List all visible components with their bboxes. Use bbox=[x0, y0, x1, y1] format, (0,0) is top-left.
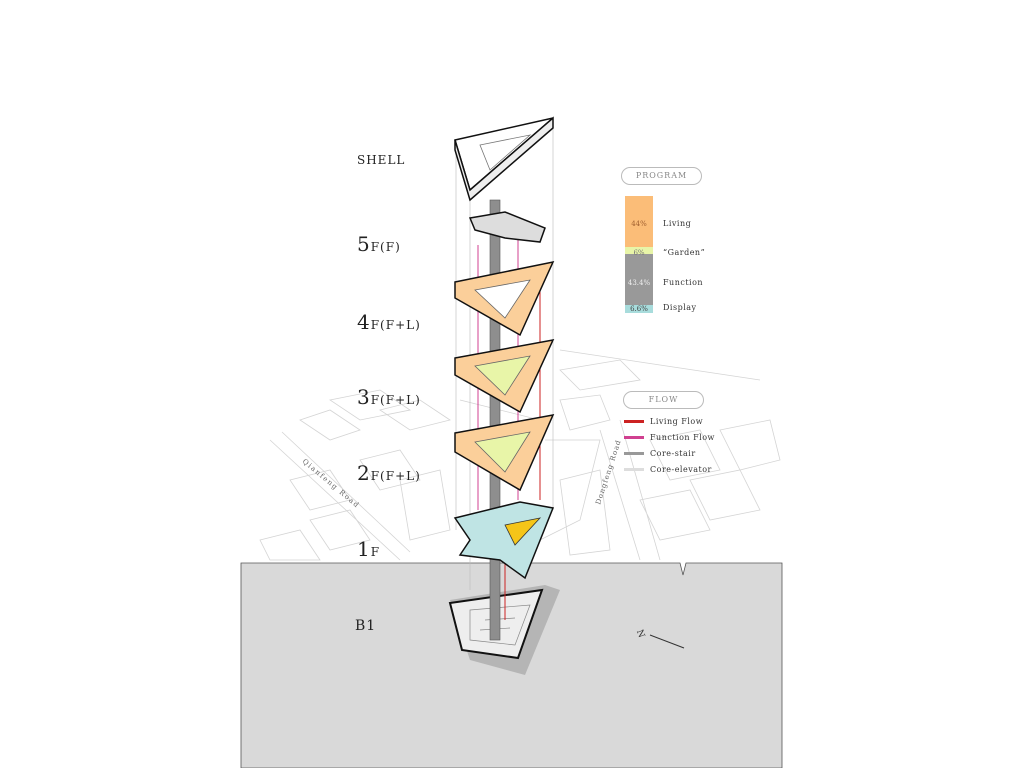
floor-label-b1: B1 bbox=[355, 618, 376, 634]
program-label-living: Living bbox=[663, 219, 692, 228]
floor-number: 2 bbox=[357, 461, 371, 485]
program-label-function: Function bbox=[663, 278, 704, 287]
core-stair bbox=[489, 199, 501, 641]
program-segment-function bbox=[625, 254, 653, 306]
function-flow-swatch bbox=[624, 436, 644, 439]
program-pct-display: 6.6% bbox=[630, 305, 648, 313]
flow-label-function: Function Flow bbox=[650, 433, 715, 442]
road-label-right: Dongfeng Road bbox=[594, 439, 623, 506]
north-arrow bbox=[649, 634, 685, 649]
program-label-display: Display bbox=[663, 303, 697, 312]
program-segment-living bbox=[625, 196, 653, 248]
floor-suffix: F(F+L) bbox=[370, 318, 421, 332]
program-segment-display bbox=[625, 305, 653, 313]
floor-label-text: SHELL bbox=[357, 153, 406, 167]
road-label-left: Qianfeng Road bbox=[301, 457, 361, 510]
floor-number: 5 bbox=[357, 232, 371, 256]
flow-label-core-elevator: Core-elevator bbox=[650, 465, 712, 474]
floor-suffix: F bbox=[370, 545, 381, 559]
floor-number: 3 bbox=[357, 385, 371, 409]
floor-label-1f: 1F bbox=[357, 537, 380, 561]
floor-suffix: F(F+L) bbox=[370, 469, 421, 483]
floor-4f-plate bbox=[454, 260, 555, 337]
floor-2f-plate bbox=[454, 414, 555, 492]
floor-label-4f: 4F(F+L) bbox=[357, 310, 421, 334]
floor-label-text: B1 bbox=[355, 618, 377, 634]
floor-1f-plate bbox=[453, 501, 555, 580]
floor-label-2f: 2F(F+L) bbox=[357, 461, 421, 485]
living-flow-swatch bbox=[624, 420, 644, 423]
floor-label-shell: SHELL bbox=[357, 153, 405, 167]
floor-label-5f: 5F(F) bbox=[357, 232, 401, 256]
floor-3f-plate bbox=[454, 339, 555, 414]
flow-label-core-stair: Core-stair bbox=[650, 449, 696, 458]
program-pct-function: 43.4% bbox=[627, 279, 651, 287]
north-label: N bbox=[634, 629, 646, 640]
program-pct-garden: 6% bbox=[633, 249, 645, 257]
floor-suffix: F(F) bbox=[370, 240, 401, 254]
floor-suffix: F(F+L) bbox=[370, 393, 421, 407]
program-title: PROGRAM bbox=[621, 167, 702, 185]
flow-label-living: Living Flow bbox=[650, 417, 704, 426]
program-label-garden: “Garden” bbox=[663, 248, 706, 257]
program-bar bbox=[625, 196, 653, 313]
floor-5f-plate bbox=[468, 211, 546, 243]
program-pct-living: 44% bbox=[631, 220, 647, 228]
flow-title: FLOW bbox=[623, 391, 704, 409]
floor-label-3f: 3F(F+L) bbox=[357, 385, 421, 409]
core-stair-swatch bbox=[624, 452, 644, 455]
core-elevator-swatch bbox=[624, 468, 644, 471]
floor-number: 1 bbox=[357, 537, 371, 561]
shell-plate bbox=[454, 116, 554, 202]
program-segment-garden bbox=[625, 247, 653, 255]
floor-number: 4 bbox=[357, 310, 371, 334]
